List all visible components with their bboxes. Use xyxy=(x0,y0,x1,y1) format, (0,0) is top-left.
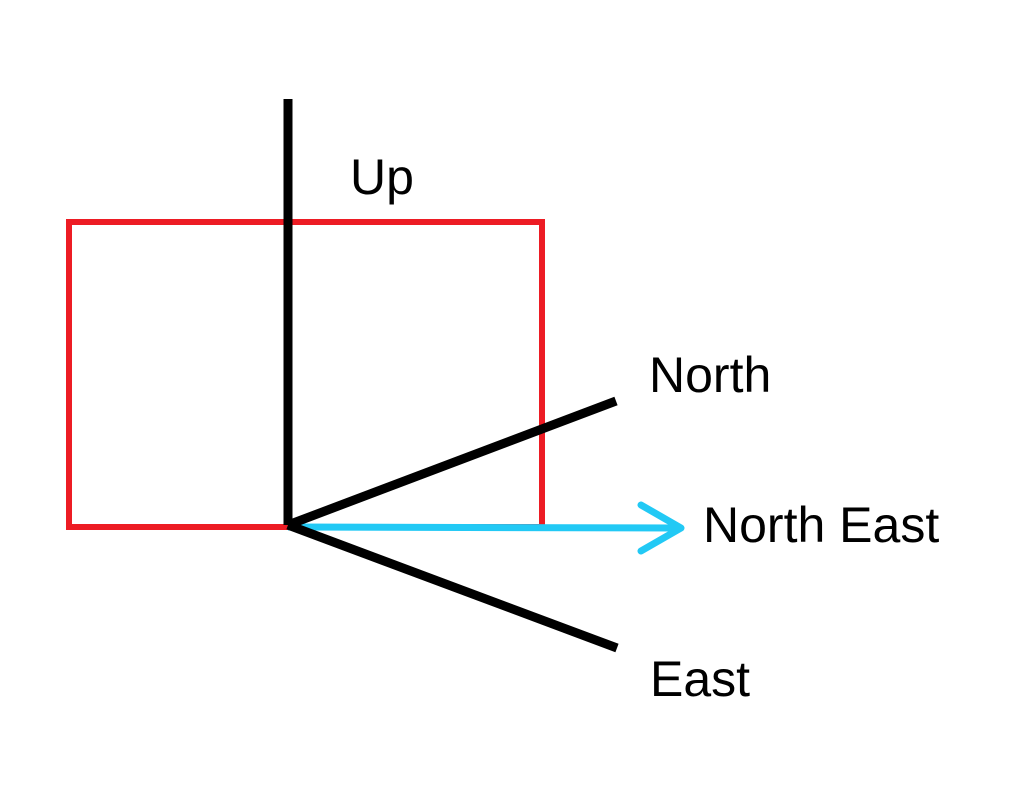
red-rectangle xyxy=(66,219,545,530)
up-axis-label: Up xyxy=(350,149,414,205)
east-axis-line xyxy=(286,520,619,653)
north-east-arrowhead-icon xyxy=(637,501,685,555)
east-axis-label: East xyxy=(650,651,751,707)
north-east-axis-label: North East xyxy=(703,497,940,553)
north-east-arrow-shaft xyxy=(287,523,677,532)
north-axis-line xyxy=(286,396,618,530)
north-axis-label: North xyxy=(649,347,772,403)
